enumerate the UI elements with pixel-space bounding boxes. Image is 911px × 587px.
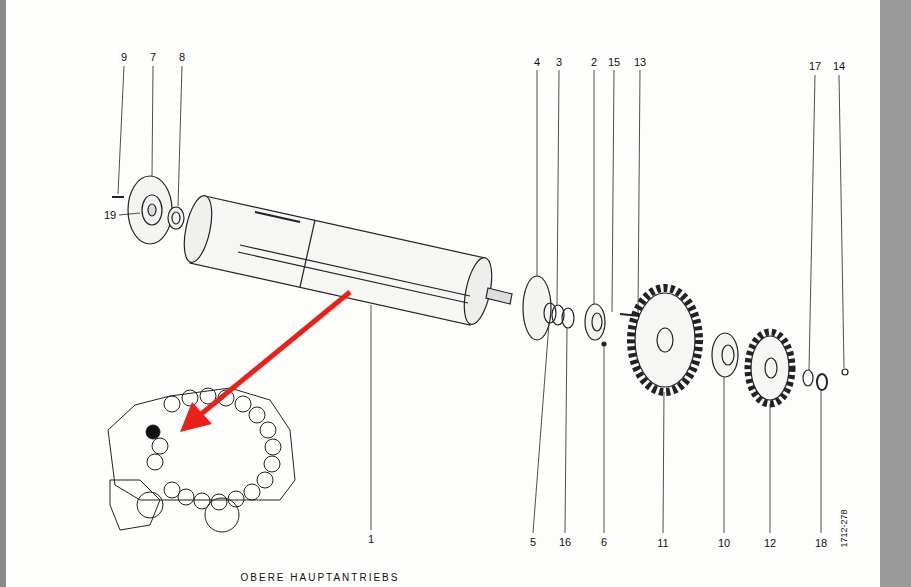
hub-bore (722, 345, 734, 365)
callout-number: 4 (533, 57, 541, 68)
circlip (817, 374, 827, 390)
screw (112, 196, 124, 198)
hub (712, 333, 738, 377)
bearing-bore (172, 212, 180, 224)
callout-number: 6 (600, 537, 608, 548)
callout-number: 11 (656, 538, 669, 549)
callout-number: 3 (555, 57, 563, 68)
section-title: OBERE HAUPTANTRIEBS (240, 573, 401, 583)
hub-bore (592, 313, 602, 331)
callout-number: 16 (558, 537, 572, 548)
callout-number: 2 (590, 57, 598, 68)
nut (602, 342, 606, 346)
washer (803, 370, 813, 386)
roller-slot (238, 252, 468, 303)
flange-bore (148, 204, 156, 216)
sprocket (635, 293, 695, 387)
roller-end (179, 193, 217, 265)
ring (544, 303, 556, 323)
shaft (486, 288, 512, 304)
baler-inset (108, 388, 295, 532)
drawing-number: 1712-278 (839, 508, 848, 548)
washer (562, 308, 574, 328)
callout-number: 5 (529, 537, 537, 548)
callout-number: 9 (120, 52, 128, 63)
callout-number: 10 (717, 538, 731, 549)
flange (128, 176, 172, 244)
callout-number: 13 (633, 57, 647, 68)
callout-number: 18 (814, 538, 828, 549)
sprocket-bore (765, 358, 777, 378)
roller-body (190, 196, 485, 325)
highlighted-roller (146, 425, 160, 439)
sprocket-teeth (748, 332, 792, 404)
bearing (168, 207, 184, 229)
leader-lines (118, 66, 844, 533)
callout-number: 8 (178, 52, 186, 63)
pointer-arrow (180, 292, 350, 432)
callout-number: 19 (103, 210, 117, 221)
scan-border (0, 0, 6, 587)
sprocket (751, 336, 789, 400)
callout-number: 14 (832, 61, 846, 72)
hub (585, 304, 605, 340)
callout-number: 7 (149, 52, 157, 63)
nut (842, 369, 848, 375)
roller-slot (240, 245, 470, 296)
scan-border (880, 0, 911, 587)
callout-number: 17 (808, 61, 822, 72)
sprocket-bore (657, 328, 673, 352)
callout-number: 12 (763, 538, 777, 549)
callout-number: 15 (607, 57, 621, 68)
flange (523, 276, 551, 340)
roller-slot (255, 212, 300, 222)
flange-hub (142, 195, 162, 225)
callout-number: 1 (367, 534, 375, 545)
roller-joint (300, 220, 315, 287)
sprocket-teeth (631, 288, 699, 392)
